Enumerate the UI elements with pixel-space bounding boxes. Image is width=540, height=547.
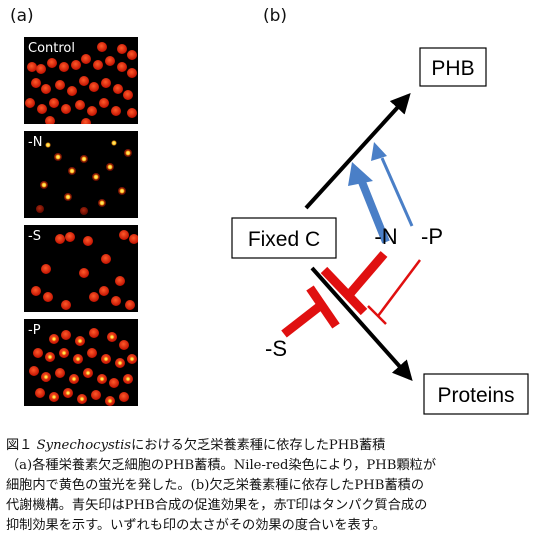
phb-label: PHB — [431, 57, 474, 80]
proteins-box — [423, 373, 529, 415]
caption-line-1: （a)各種栄養素欠乏細胞のPHB蓄積。Nile-red染色により，PHB顆粒が — [6, 458, 437, 473]
micrograph-minus-n: -N — [24, 131, 138, 218]
minus-p-cells-image — [29, 328, 137, 406]
control-cells-image — [25, 42, 137, 124]
fixed-c-box — [231, 217, 337, 259]
s-inhibits-proteins-tbar — [281, 285, 340, 338]
minus-s-cells-image — [31, 230, 138, 310]
metabolic-diagram: PHB Fixed C Proteins -N -P -S — [231, 47, 529, 415]
caption-species: Synechocystis — [36, 438, 132, 453]
n-inhibits-proteins-tbar — [320, 251, 388, 316]
fixedc-to-phb-arrow — [304, 93, 411, 210]
micrograph-label-s: -S — [28, 229, 41, 244]
fixedc-to-proteins-arrow — [310, 266, 413, 381]
caption-title-rest: における欠乏栄養素種に依存したPHB蓄積 — [131, 438, 386, 453]
figure-caption: 図１ Synechocystisにおける欠乏栄養素種に依存したPHB蓄積 （a)… — [6, 436, 536, 536]
caption-line-4: 抑制効果を示す。いずれも印の太さがその効果の度合いを表す。 — [6, 518, 386, 533]
caption-title-prefix: 図１ — [6, 438, 37, 453]
n-promotes-phb-arrow — [348, 162, 390, 244]
s-label: -S — [265, 336, 287, 361]
minus-n-cells-image — [36, 140, 132, 215]
panel-b-label: (b) — [263, 6, 288, 26]
caption-line-3: 代謝機構。青矢印はPHB合成の促進効果を，赤T印はタンパク質合成の — [6, 498, 428, 513]
p-inhibits-proteins-tbar — [367, 259, 421, 325]
n-label: -N — [374, 224, 397, 249]
caption-title: 図１ Synechocystisにおける欠乏栄養素種に依存したPHB蓄積 — [6, 436, 536, 456]
micrograph-minus-s: -S — [24, 225, 138, 312]
micrograph-label-p: -P — [28, 323, 41, 338]
micrograph-control: Control — [24, 37, 138, 124]
micrograph-label-control: Control — [28, 41, 75, 56]
p-promotes-phb-arrow — [371, 142, 414, 227]
p-label: -P — [421, 224, 443, 249]
panel-a-label: (a) — [10, 6, 34, 26]
proteins-label: Proteins — [437, 384, 514, 407]
micrograph-minus-p: -P — [24, 319, 138, 406]
fixed-c-label: Fixed C — [248, 228, 320, 251]
micrograph-label-n: -N — [28, 135, 43, 150]
phb-box — [419, 47, 487, 87]
caption-line-2: 細胞内で黄色の蛍光を発した。(b)欠乏栄養素種に依存したPHB蓄積の — [6, 478, 425, 493]
